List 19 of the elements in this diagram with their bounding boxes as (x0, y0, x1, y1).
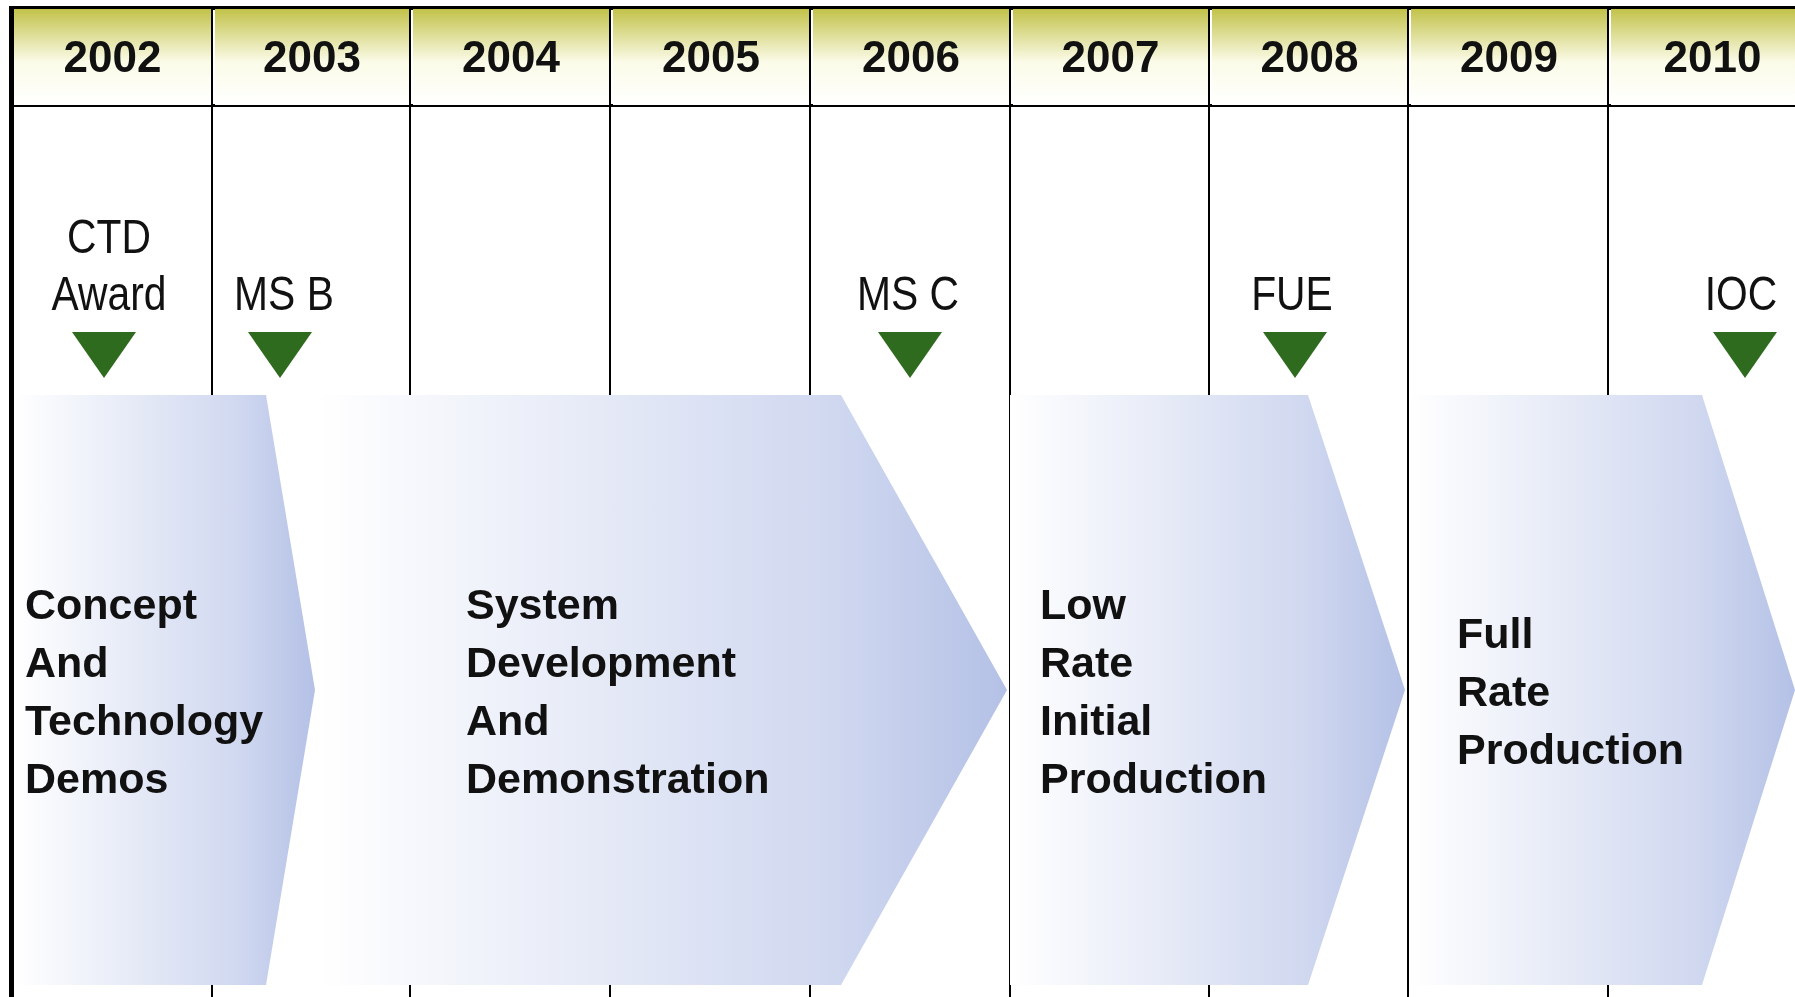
year-header: 2008 (1212, 9, 1407, 105)
phase-label: Full Rate Production (1457, 608, 1684, 775)
phase-band (1010, 395, 1405, 985)
year-header: 2010 (1611, 9, 1795, 105)
milestone-label: MS B (234, 266, 334, 322)
year-header: 2004 (413, 9, 609, 105)
milestone-label: CTD Award (51, 209, 167, 322)
year-header: 2005 (613, 9, 809, 105)
year-header: 2006 (813, 9, 1009, 105)
milestone-label: MS C (857, 266, 959, 322)
year-header: 2002 (14, 9, 211, 105)
year-header: 2003 (215, 9, 409, 105)
phase-label: System Development And Demonstration (466, 579, 770, 804)
milestone-label: FUE (1251, 266, 1333, 322)
year-header: 2007 (1013, 9, 1208, 105)
phase-label: Concept And Technology Demos (25, 579, 264, 804)
phase-label: Low Rate Initial Production (1040, 579, 1267, 804)
milestone-label: IOC (1704, 266, 1778, 322)
year-header: 2009 (1411, 9, 1607, 105)
